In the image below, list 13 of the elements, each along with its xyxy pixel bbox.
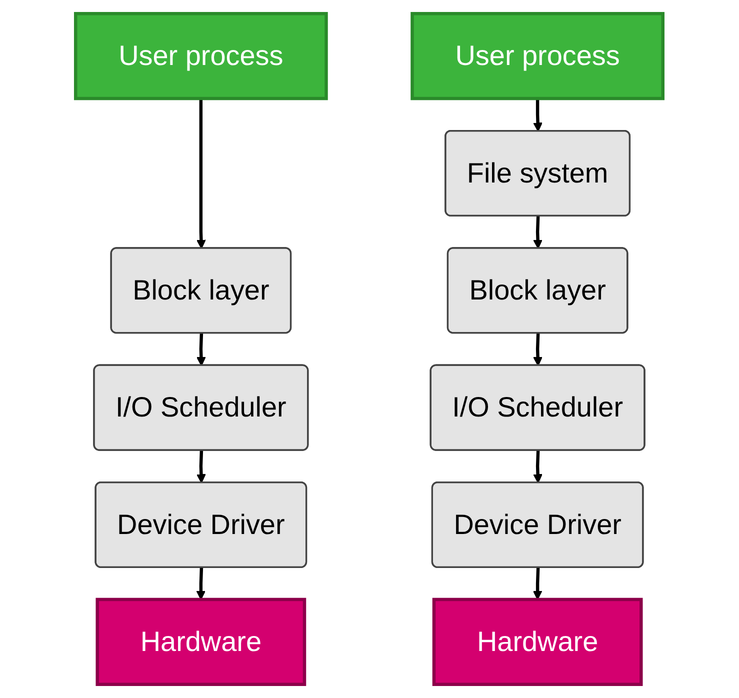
- node-box: User process: [410, 12, 665, 100]
- arrow: [533, 333, 543, 366]
- arrow: [533, 450, 543, 484]
- arrow: [196, 450, 206, 484]
- node-box: Hardware: [432, 598, 643, 686]
- arrow: [196, 568, 206, 600]
- node-box: User process: [74, 12, 328, 100]
- node-box: Hardware: [96, 598, 306, 686]
- arrow: [533, 568, 543, 600]
- arrow: [533, 216, 543, 249]
- arrow: [196, 98, 206, 249]
- arrow: [196, 333, 206, 366]
- arrow: [533, 98, 543, 132]
